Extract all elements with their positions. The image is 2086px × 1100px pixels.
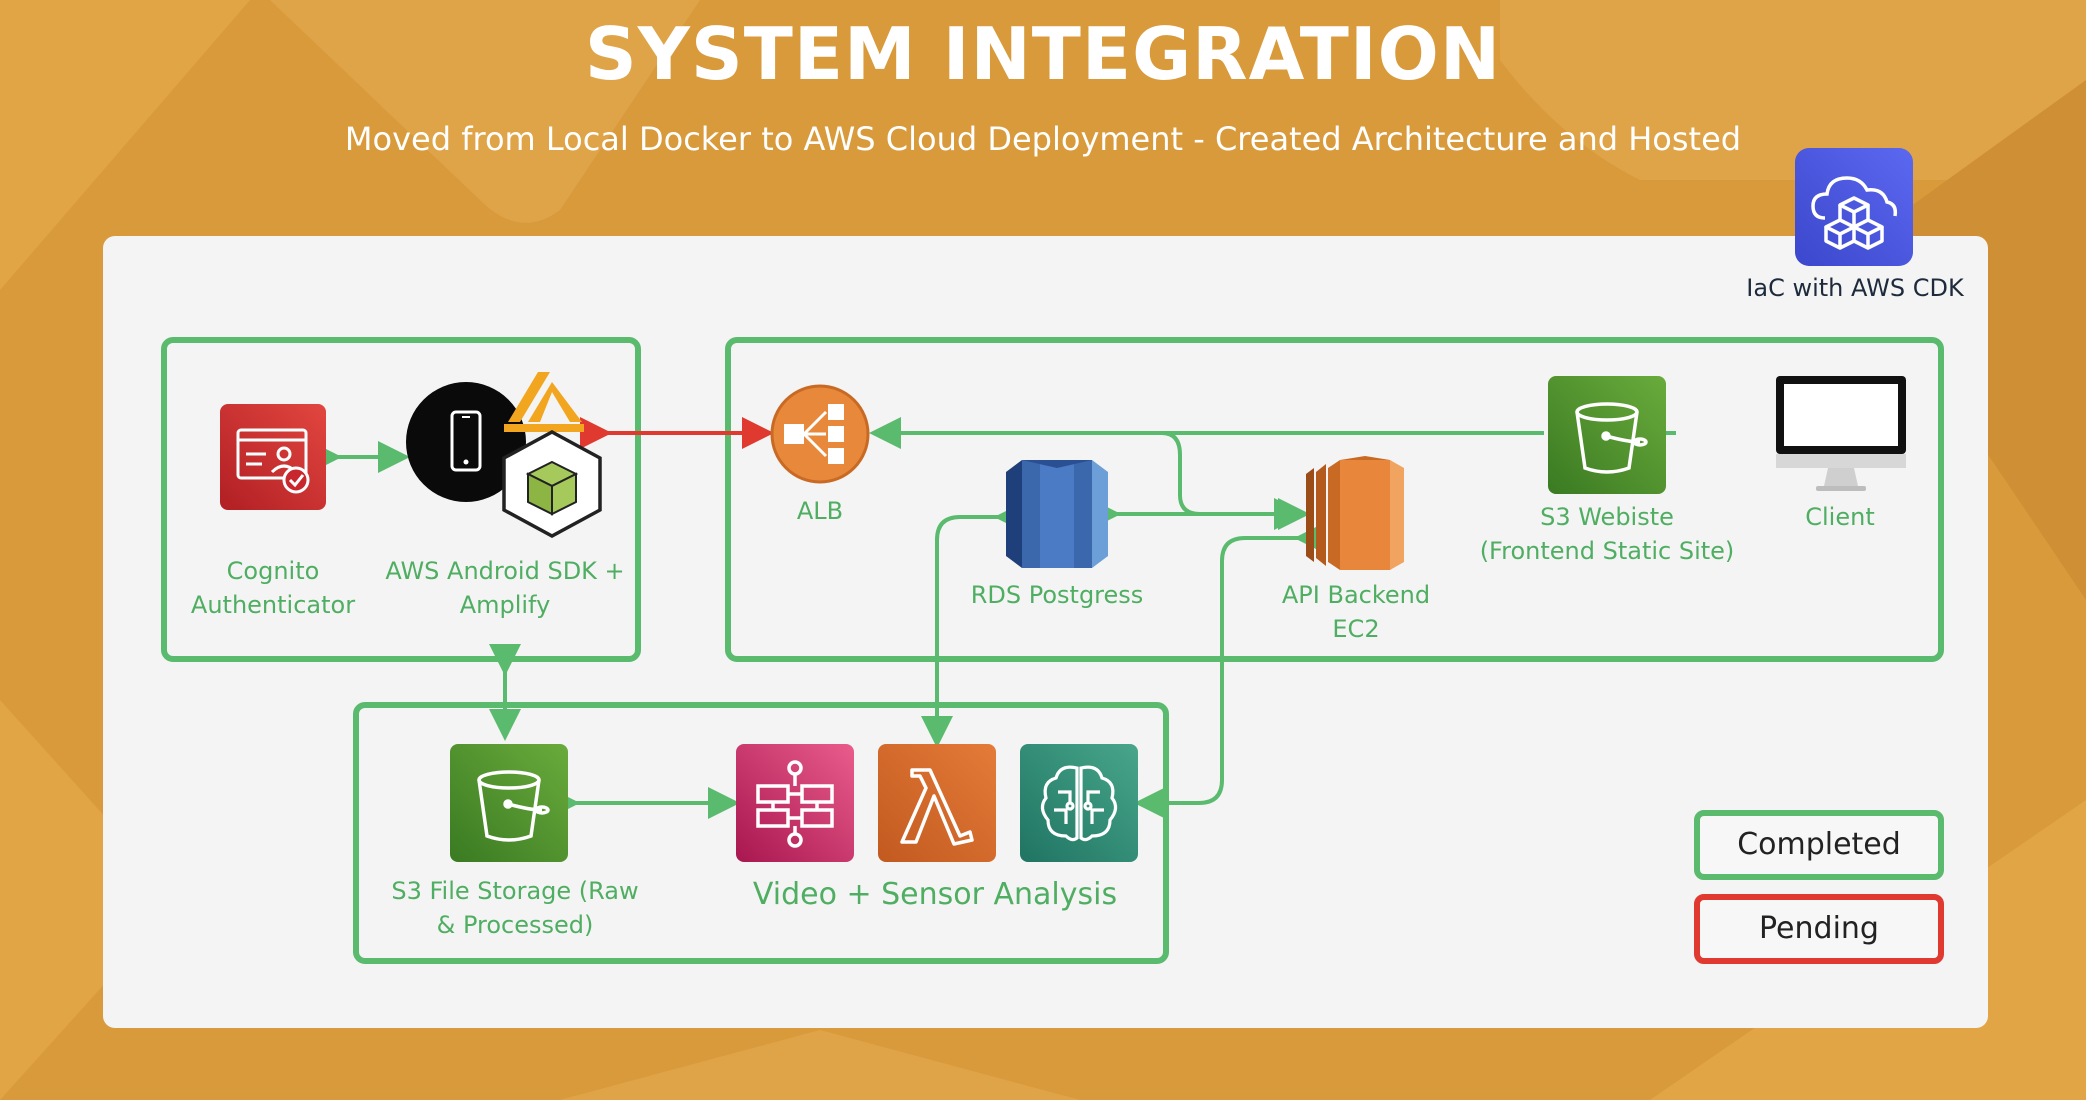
rds-database-icon (1004, 458, 1110, 570)
load-balancer-icon (770, 384, 870, 484)
s3-storage-label-line2: & Processed) (436, 911, 594, 939)
android-label: AWS Android SDK + Amplify (380, 554, 630, 622)
legend-completed: Completed (1694, 810, 1944, 880)
diagram-panel (103, 236, 1988, 1028)
cognito-id-card-icon (220, 404, 326, 510)
mobile-group (161, 337, 641, 662)
lambda-icon (878, 744, 996, 862)
android-label-line1: AWS Android SDK + (385, 557, 625, 585)
web-backend-group (725, 337, 1944, 662)
processing-group (353, 702, 1169, 964)
analysis-label: Video + Sensor Analysis (752, 877, 1118, 912)
cognito-label-line1: Cognito (226, 557, 320, 585)
page-subtitle: Moved from Local Docker to AWS Cloud Dep… (344, 120, 1742, 158)
cognito-label: Cognito Authenticator (180, 554, 366, 622)
android-phone-amplify-icon (404, 362, 604, 542)
cdk-cloud-cubes-icon (1795, 148, 1913, 266)
s3-bucket-icon (450, 744, 568, 862)
iac-label: IaC with AWS CDK (1746, 274, 1964, 302)
s3-storage-label: S3 File Storage (Raw & Processed) (370, 874, 660, 942)
legend-pending: Pending (1694, 894, 1944, 964)
android-label-line2: Amplify (459, 591, 551, 619)
s3-storage-label-line1: S3 File Storage (Raw (391, 877, 639, 905)
step-functions-icon (736, 744, 854, 862)
page-title: SYSTEM INTEGRATION (584, 12, 1502, 96)
ec2-label-line1: API Backend (1281, 581, 1431, 609)
sagemaker-brain-icon (1020, 744, 1138, 862)
ec2-label: API Backend EC2 (1236, 578, 1476, 646)
s3-website-label-line1: S3 Webiste (1540, 503, 1674, 531)
cognito-label-line2: Authenticator (190, 591, 356, 619)
s3-bucket-icon (1548, 376, 1666, 494)
monitor-icon (1774, 374, 1908, 494)
s3-website-label: S3 Webiste (Frontend Static Site) (1460, 500, 1754, 568)
ec2-label-line2: EC2 (1332, 615, 1380, 643)
rds-label: RDS Postgress (970, 581, 1144, 609)
s3-website-label-line2: (Frontend Static Site) (1479, 537, 1735, 565)
ec2-instance-icon (1306, 456, 1406, 574)
alb-label: ALB (796, 497, 844, 525)
client-label: Client (1805, 503, 1875, 531)
